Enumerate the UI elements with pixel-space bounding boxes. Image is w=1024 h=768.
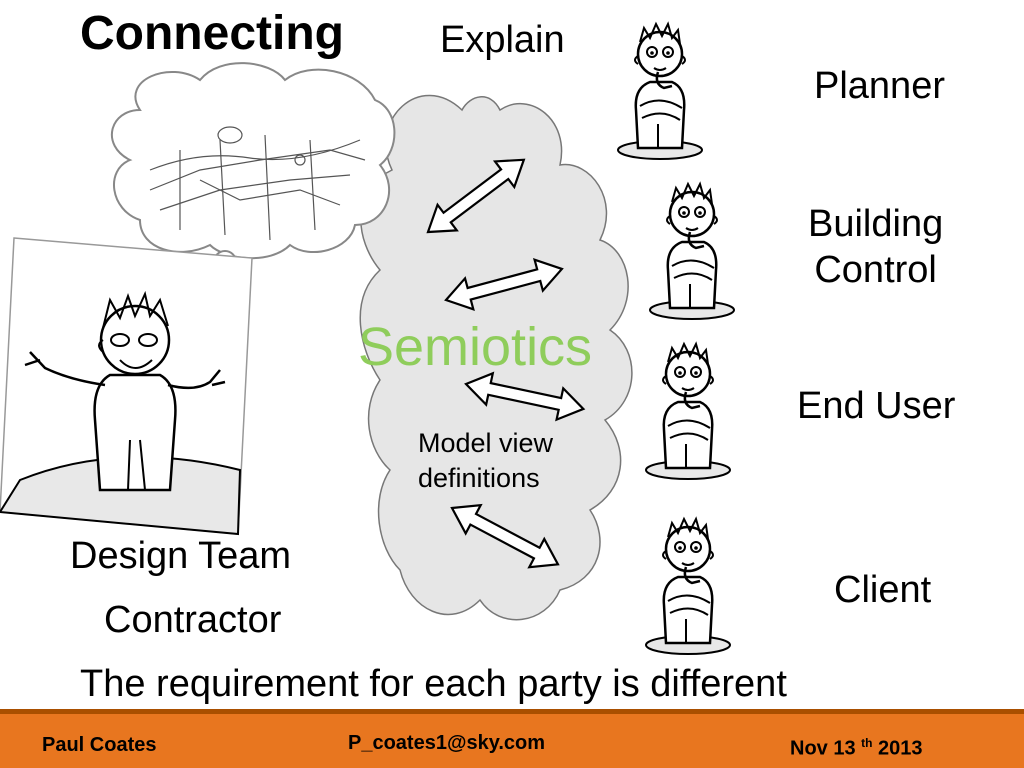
footer-date-prefix: Nov 13: [790, 737, 856, 760]
party-label-building-control: Building Control: [808, 202, 943, 293]
design-team-label: Design Team: [70, 535, 292, 577]
thinking-person-icon: [644, 517, 732, 656]
semiotics-cloud-icon: [359, 94, 633, 621]
footer-author: Paul Coates: [42, 734, 157, 756]
bottom-statement: The requirement for each party is differ…: [80, 663, 787, 705]
party-label-line: Control: [814, 248, 937, 291]
party-label-planner: Planner: [814, 65, 945, 107]
slide-title: Connecting: [80, 7, 344, 60]
model-view-definitions-label: Model view definitions: [418, 428, 554, 494]
party-label-line: Building: [808, 203, 944, 245]
footer-date: Nov 13 th 2013: [790, 736, 923, 761]
footer-bar: Paul Coates P_coates1@sky.com Nov 13 th …: [0, 714, 1024, 768]
contractor-label: Contractor: [104, 599, 282, 641]
footer-email: P_coates1@sky.com: [348, 732, 546, 754]
footer-date-suffix: th: [861, 736, 873, 750]
footer-divider: [0, 709, 1024, 714]
diagram-graphics: [0, 22, 736, 656]
party-label-end-user: End User: [797, 385, 956, 427]
thinking-person-icon: [616, 22, 704, 161]
semiotics-label: Semiotics: [358, 317, 593, 377]
thinking-person-icon: [644, 342, 732, 481]
explain-label: Explain: [440, 19, 565, 61]
designer-person-icon: [0, 237, 253, 536]
thinking-person-icon: [648, 182, 736, 321]
party-label-client: Client: [834, 569, 932, 611]
footer-date-year: 2013: [878, 737, 923, 760]
